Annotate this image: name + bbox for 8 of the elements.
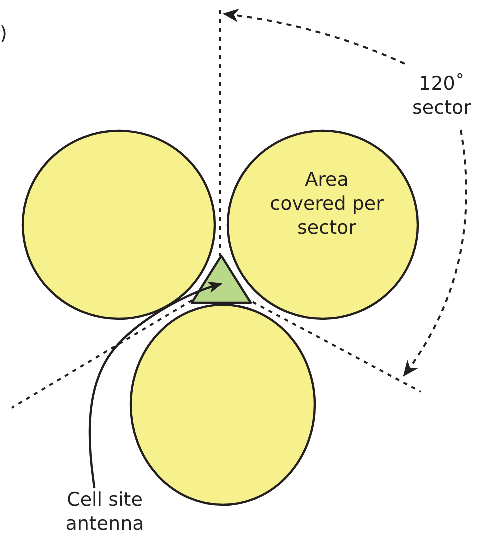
coverage-lobe: [22, 130, 216, 320]
area-label: Area covered per sector: [269, 168, 385, 240]
antenna-triangle: [190, 254, 253, 304]
sector-angle-label: 120˚ sector: [412, 72, 472, 120]
panel-letter: ): [0, 22, 8, 46]
antenna-label: Cell site antenna: [64, 488, 146, 536]
leader-line: [88, 282, 223, 488]
coverage-lobe: [227, 130, 419, 320]
